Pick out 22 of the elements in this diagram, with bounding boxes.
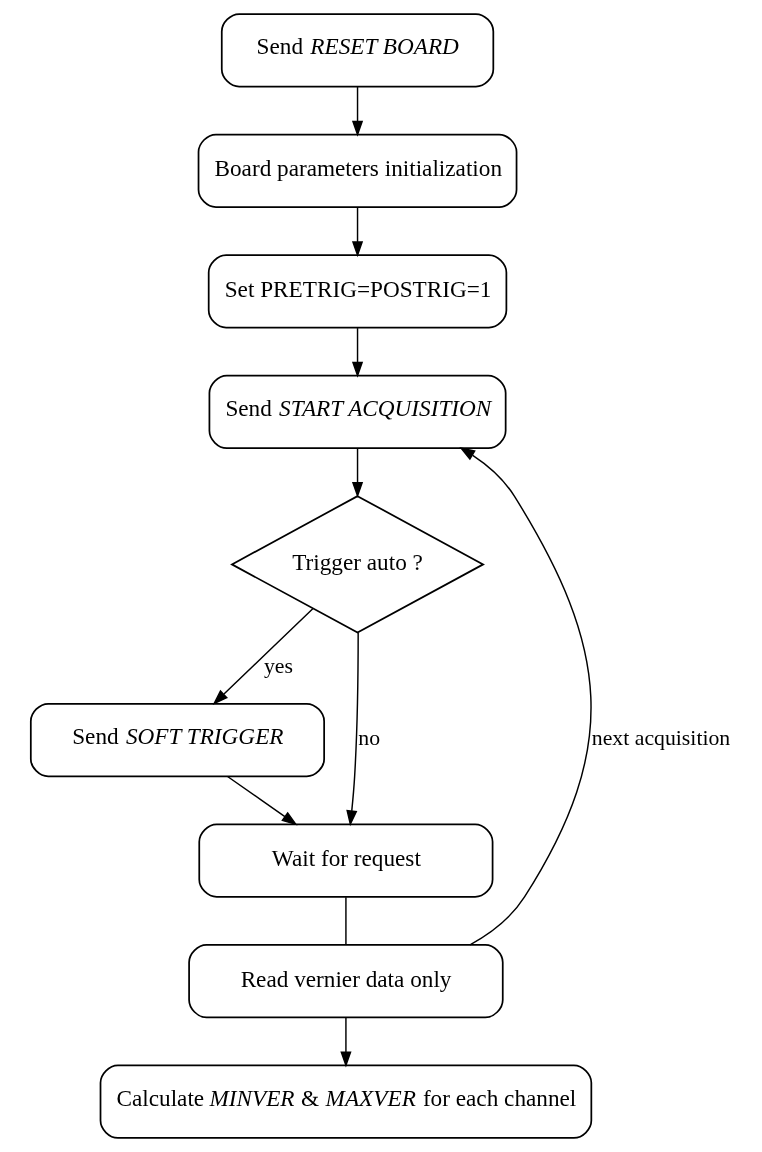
node-box: Send SOFT TRIGGER: [29, 702, 325, 778]
connector: [344, 896, 347, 946]
arrow: [458, 447, 592, 946]
arrow: [351, 206, 363, 258]
arrow: [351, 86, 363, 137]
arrow: [351, 447, 363, 498]
node-box: Read vernier data only: [187, 943, 504, 1019]
node-diamond: Trigger auto ?: [229, 495, 485, 634]
arrow: [351, 327, 363, 378]
node-box: Calculate MINVER & MAXVER for each channel: [99, 1064, 592, 1139]
arrow: [345, 632, 359, 827]
edge-label: no: [357, 726, 380, 751]
node-box: Send RESET BOARD: [220, 13, 494, 88]
arrow: [339, 1017, 352, 1068]
edge-label: yes: [263, 654, 293, 679]
node-box: Set PRETRIG=POSTRIG=1: [207, 254, 507, 329]
arrow: [226, 775, 298, 826]
node-box: Board parameters initialization: [197, 133, 517, 209]
edge-label: next acquisition: [591, 726, 730, 751]
node-box: Send START ACQUISITION: [208, 374, 507, 450]
node-box: Wait for request: [197, 823, 493, 898]
arrow: [212, 607, 314, 705]
